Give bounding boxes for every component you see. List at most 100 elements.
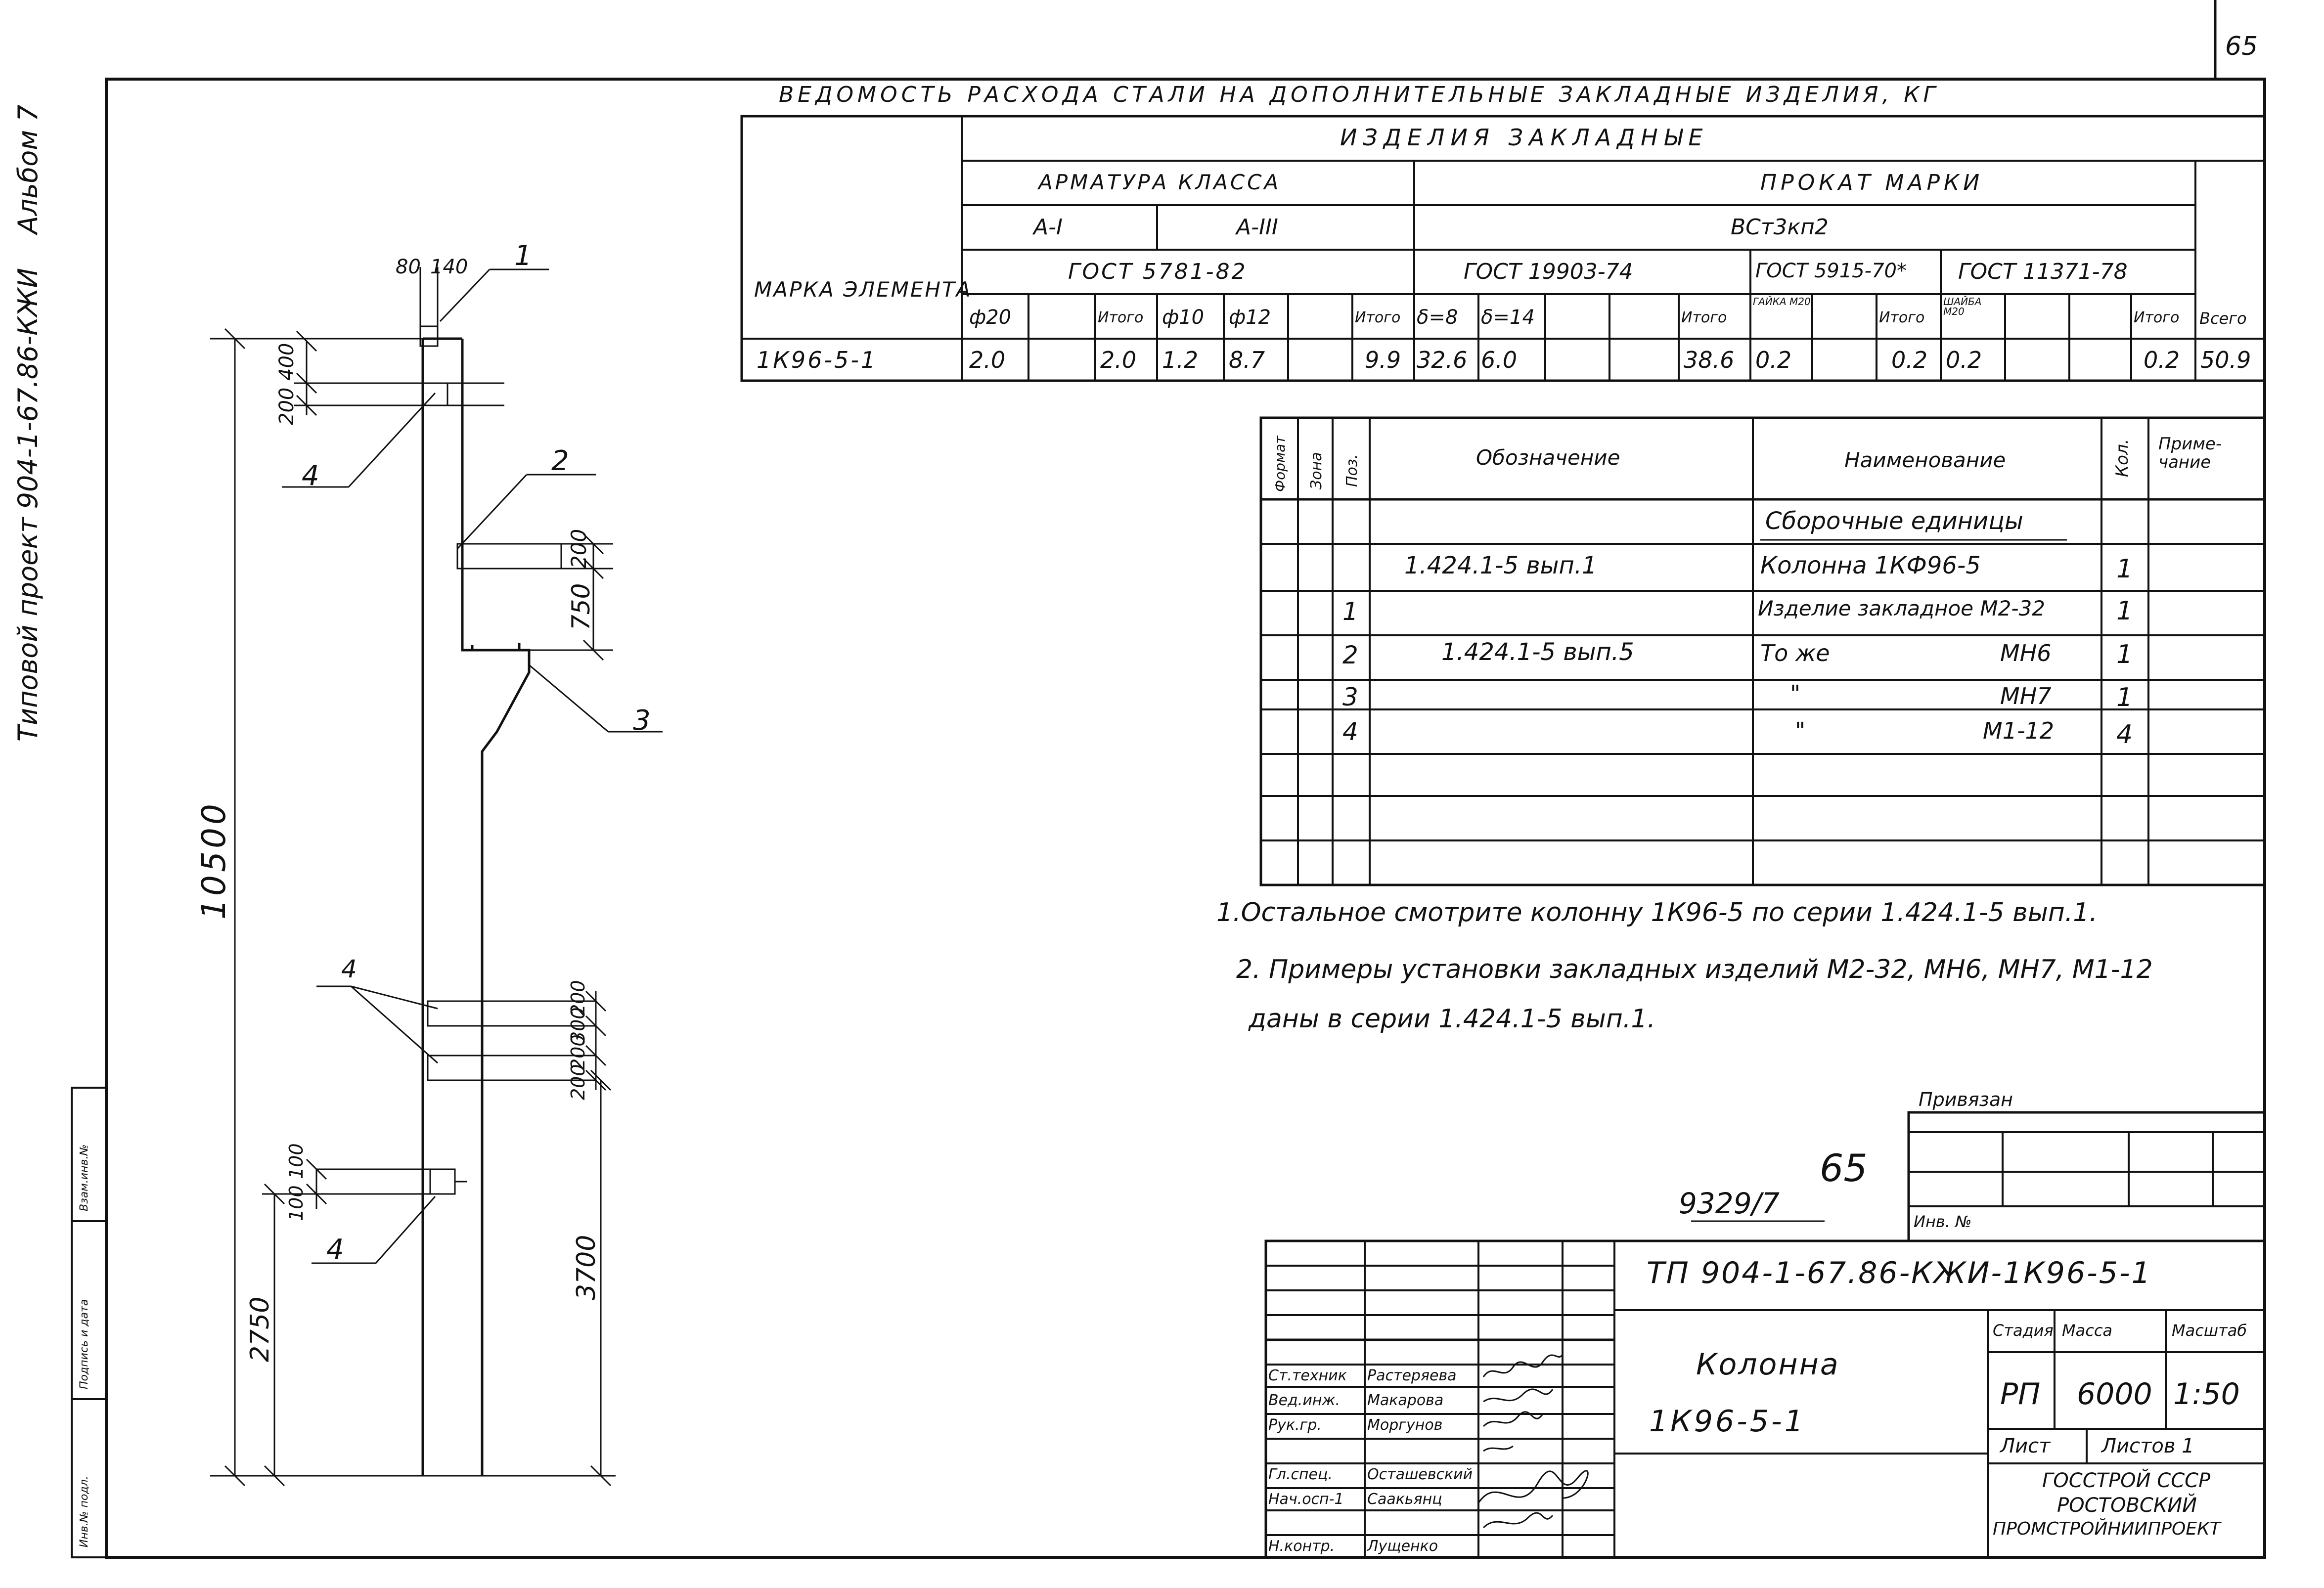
spec-h-note: Приме-чание (2158, 434, 2222, 473)
callout-3: 3 (633, 705, 651, 737)
rolled-header: ПРОКАТ МАРКИ (1760, 170, 1984, 195)
spec-row0-name: Колонна 1КФ96-5 (1760, 552, 1981, 579)
col-itogo2: Итого (1355, 309, 1401, 326)
side-stamp-2: Подпись и дата (78, 1299, 90, 1389)
staff-name-5: Лущенко (1367, 1538, 1438, 1555)
val-itogo1: 2.0 (1100, 347, 1137, 373)
col-itogo4: Итого (1879, 309, 1925, 326)
spec-row3-name: " (1790, 680, 1801, 707)
staff-name-3: Осташевский (1367, 1466, 1473, 1483)
object-name: Колонна (1696, 1347, 1840, 1382)
side-project: Типовой проект 904-1-67.86-КЖИ (12, 268, 44, 742)
org-line-1: ГОССТРОЙ СССР (2042, 1469, 2211, 1492)
dim-top-80: 80 (396, 256, 421, 278)
mass-header: Масса (2062, 1321, 2113, 1340)
staff-name-0: Растеряева (1367, 1367, 1457, 1384)
scale-value: 1:50 (2173, 1377, 2240, 1412)
dim-100b: 100 (285, 1143, 307, 1179)
spec-h-name: Наименование (1844, 448, 2006, 472)
gost-11371: ГОСТ 11371-78 (1958, 259, 2128, 284)
staff-role-1: Вед.инж. (1268, 1392, 1340, 1409)
class-a1: А-I (1033, 215, 1063, 240)
col-t14: δ=14 (1481, 306, 1535, 329)
staff-name-1: Макарова (1367, 1392, 1444, 1409)
callout-2: 2 (551, 445, 569, 477)
mass-value: 6000 (2077, 1377, 2152, 1412)
staff-name-2: Моргунов (1367, 1416, 1443, 1434)
note-1: 1.Остальное смотрите колонну 1К96-5 по с… (1216, 898, 2098, 927)
rebar-header: АРМАТУРА КЛАССА (1038, 170, 1281, 194)
privyazan-label: Привязан (1919, 1089, 2013, 1110)
val-t14: 6.0 (1481, 347, 1518, 373)
spec-h-format: Формат (1272, 436, 1288, 492)
row-mark: 1К96-5-1 (757, 347, 878, 373)
dim-2750: 2750 (245, 1296, 275, 1362)
spec-h-zone: Зона (1308, 452, 1325, 489)
spec-section: Сборочные единицы (1765, 507, 2023, 535)
spec-h-pos: Поз. (1343, 454, 1361, 487)
spec-row4-pos: 4 (1342, 717, 1358, 746)
dim-top-140: 140 (430, 256, 468, 278)
spec-row2-designation: 1.424.1-5 вып.5 (1441, 638, 1634, 666)
spec-row2-name: То же (1760, 640, 1830, 666)
scale-header: Масштаб (2172, 1321, 2247, 1340)
dim-3700: 3700 (572, 1235, 601, 1300)
side-project-title: Типовой проект 904-1-67.86-КЖИ Альбом 7 (12, 104, 44, 742)
col-itogo3: Итого (1681, 309, 1727, 326)
doc-code: ТП 904-1-67.86-КЖИ-1К96-5-1 (1647, 1256, 2152, 1290)
dim-750: 750 (567, 583, 595, 630)
val-washer: 0.2 (1946, 347, 1982, 373)
callout-4-bottom: 4 (326, 1234, 344, 1266)
handwritten-number: 65 (1820, 1146, 1868, 1190)
sheets-header: Листов 1 (2101, 1435, 2194, 1457)
page-number: 65 (2225, 32, 2258, 61)
callout-4-top: 4 (302, 460, 319, 492)
val-t8: 32.6 (1417, 347, 1468, 373)
signatures (1477, 1354, 1589, 1529)
col-t8: δ=8 (1417, 306, 1458, 329)
staff-role-0: Ст.техник (1268, 1367, 1347, 1384)
val-itogo2: 9.9 (1365, 347, 1401, 373)
val-total: 50.9 (2200, 347, 2251, 373)
spec-row2-pos: 2 (1342, 641, 1358, 669)
inv-no-label: Инв. № (1914, 1212, 1972, 1231)
spec-row4-qty: 4 (2116, 720, 2133, 750)
note-2: 2. Примеры установки закладных изделий М… (1236, 955, 2153, 984)
spec-row0-designation: 1.424.1-5 вып.1 (1404, 552, 1597, 579)
steel-table-title: ВЕДОМОСТЬ РАСХОДА СТАЛИ НА ДОПОЛНИТЕЛЬНЫ… (779, 82, 1940, 107)
side-stamp-1: Инв.№ подл. (78, 1476, 90, 1547)
stage-value: РП (2000, 1377, 2041, 1412)
val-d10: 1.2 (1162, 347, 1199, 373)
side-album: Альбом 7 (12, 104, 44, 234)
dim-400: 400 (275, 343, 298, 381)
spec-row4-name: " (1795, 717, 1806, 744)
dim-100: 100 (285, 1185, 307, 1221)
spec-row2-mark: МН6 (2000, 640, 2052, 666)
stage-header: Стадия (1993, 1321, 2054, 1340)
col-itogo5: Итого (2134, 309, 2180, 326)
dim-10500: 10500 (195, 801, 233, 920)
dim-200b: 200 (567, 529, 591, 569)
gost-rebar: ГОСТ 5781-82 (1068, 259, 1248, 284)
val-itogo3: 38.6 (1684, 347, 1735, 373)
col-d12: ф12 (1229, 306, 1271, 329)
callout-4-mid: 4 (341, 955, 357, 983)
note-3: даны в серии 1.424.1-5 вып.1. (1249, 1004, 1655, 1034)
gost-5915: ГОСТ 5915-70* (1755, 260, 1907, 282)
dim-200e: 200 (567, 1064, 589, 1100)
staff-name-4: Саакьянц (1367, 1491, 1442, 1508)
val-itogo4: 0.2 (1891, 347, 1928, 373)
staff-role-3: Гл.спец. (1268, 1466, 1333, 1483)
org-line-3: ПРОМСТРОЙНИИПРОЕКТ (1993, 1519, 2221, 1539)
org-line-2: РОСТОВСКИЙ (2057, 1494, 2197, 1517)
spec-row3-mark: МН7 (2000, 683, 2052, 709)
spec-h-designation: Обозначение (1476, 445, 1620, 470)
element-mark-header: МАРКА ЭЛЕМЕНТА (754, 277, 972, 302)
col-washer: ШАЙБА М20 (1943, 296, 1982, 317)
doc-number: 9329/7 (1679, 1187, 1780, 1220)
spec-row1-name: Изделие закладное М2-32 (1758, 596, 2045, 620)
dim-200: 200 (275, 387, 298, 425)
side-stamp-3: Взам.инв.№ (78, 1144, 90, 1211)
col-d20: ф20 (969, 306, 1012, 329)
